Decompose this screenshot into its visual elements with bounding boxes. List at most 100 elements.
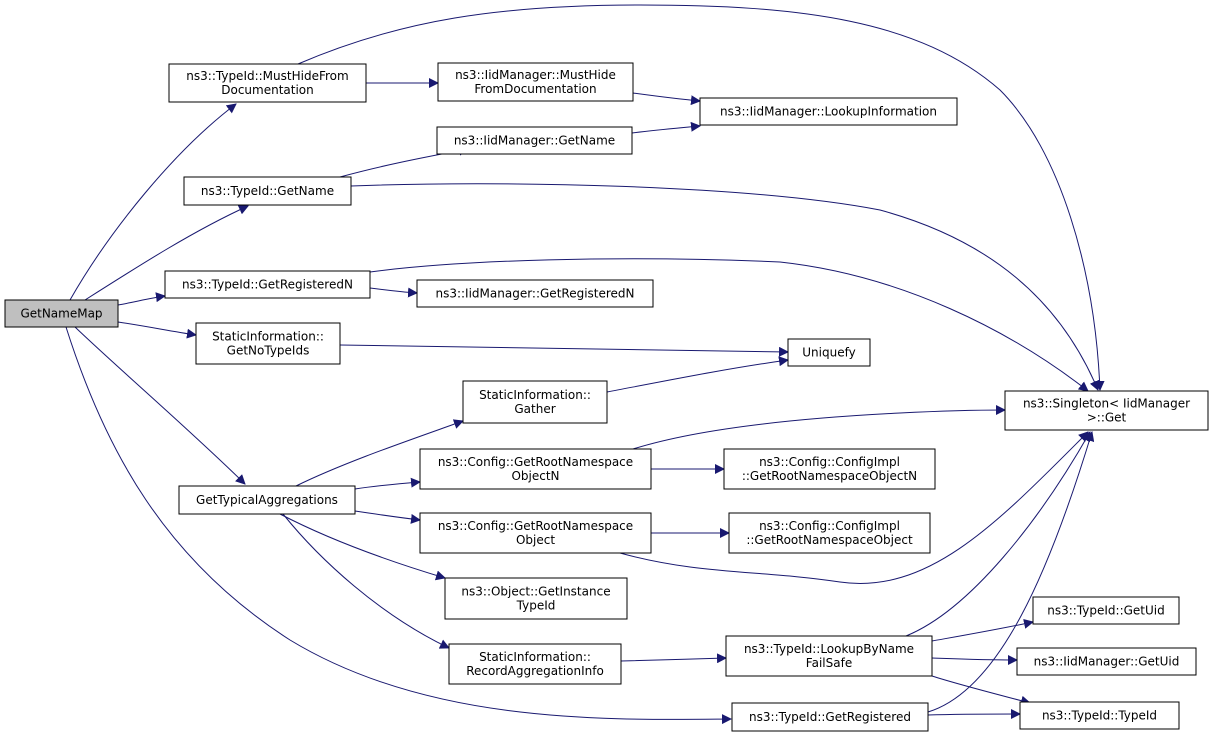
node-getRegistered[interactable]: ns3::TypeId::GetRegistered <box>731 702 929 732</box>
node-label: ns3::Config::ConfigImpl <box>759 519 900 533</box>
node-box <box>437 62 634 102</box>
node-box <box>462 380 608 424</box>
node-implRootNsObjN[interactable]: ns3::Config::ConfigImpl::GetRootNamespac… <box>723 448 936 490</box>
node-label: ::GetRootNamespaceObjectN <box>742 469 917 483</box>
node-label: StaticInformation:: <box>212 330 324 344</box>
edge-rootNsObjN-to-singleton <box>632 405 1006 450</box>
node-getUid[interactable]: ns3::TypeId::GetUid <box>1032 596 1180 625</box>
node-label: ns3::Singleton< IidManager <box>1023 397 1190 411</box>
node-box <box>728 512 931 554</box>
node-box <box>731 702 929 732</box>
edge-getRegN-to-singleton <box>369 258 1089 392</box>
node-label: ns3::TypeId::GetName <box>201 184 334 198</box>
node-typicalAgg[interactable]: GetTypicalAggregations <box>178 485 356 515</box>
node-box <box>787 338 871 367</box>
node-label: GetTypicalAggregations <box>196 493 338 507</box>
edge-gather-to-uniquefy <box>606 356 789 393</box>
edge-lookupByName-to-typeIdCtor <box>931 675 1031 706</box>
node-label: Uniquefy <box>802 346 855 360</box>
node-label: FailSafe <box>806 656 852 670</box>
node-box <box>699 97 958 126</box>
node-box <box>168 63 367 103</box>
node-box <box>1004 390 1209 431</box>
node-iidMustHide[interactable]: ns3::IidManager::MustHideFromDocumentati… <box>437 62 634 102</box>
node-label: Object <box>516 533 555 547</box>
node-label: ns3::Config::GetRootNamespace <box>438 519 633 533</box>
node-getRegN[interactable]: ns3::TypeId::GetRegisteredN <box>164 270 371 299</box>
node-box <box>183 176 352 206</box>
edge-getnamemap-to-typeGetName <box>84 205 249 301</box>
node-implRootNsObj[interactable]: ns3::Config::ConfigImpl::GetRootNamespac… <box>728 512 931 554</box>
node-label: ::GetRootNamespaceObject <box>746 533 913 547</box>
node-box <box>4 299 119 328</box>
node-typeIdCtor[interactable]: ns3::TypeId::TypeId <box>1019 701 1180 730</box>
edge-typicalAgg-to-getInstTypeId <box>279 513 446 581</box>
edge-getnamemap-to-typicalAgg <box>74 326 246 485</box>
node-box <box>436 126 633 155</box>
node-label: ns3::Config::ConfigImpl <box>759 455 900 469</box>
edge-getnamemap-to-getRegistered <box>65 326 732 725</box>
node-label: ns3::IidManager::GetRegisteredN <box>435 287 634 301</box>
node-recordAgg[interactable]: StaticInformation::RecordAggregationInfo <box>448 643 622 685</box>
edge-noTypeIds-to-uniquefy <box>339 344 789 357</box>
node-box <box>448 643 622 685</box>
node-box <box>419 512 652 554</box>
node-label: ns3::Config::GetRootNamespace <box>438 455 633 469</box>
node-label: ns3::IidManager::GetName <box>454 134 615 148</box>
node-rootNsObj[interactable]: ns3::Config::GetRootNamespaceObject <box>419 512 652 554</box>
node-iidGetUid[interactable]: ns3::IidManager::GetUid <box>1016 647 1197 676</box>
node-label: GetNoTypeIds <box>227 344 310 358</box>
node-uniquefy[interactable]: Uniquefy <box>787 338 871 367</box>
edge-typicalAgg-to-recordAgg <box>282 513 450 649</box>
edge-mustHide-to-singleton <box>297 4 1105 391</box>
node-box <box>725 635 933 677</box>
node-box <box>164 270 371 299</box>
node-iidGetName[interactable]: ns3::IidManager::GetName <box>436 126 633 155</box>
node-box <box>1016 647 1197 676</box>
node-label: ns3::TypeId::GetUid <box>1047 604 1165 618</box>
node-lookupInfo[interactable]: ns3::IidManager::LookupInformation <box>699 97 958 126</box>
node-label: ns3::TypeId::TypeId <box>1042 709 1157 723</box>
edge-lookupByName-to-getUid <box>931 618 1034 642</box>
node-iidGetRegN[interactable]: ns3::IidManager::GetRegisteredN <box>416 279 654 308</box>
edge-getRegistered-to-typeIdCtor <box>927 709 1021 720</box>
node-label: ns3::TypeId::LookupByName <box>744 642 914 656</box>
edge-typicalAgg-to-rootNsObj <box>354 510 421 524</box>
edge-iidGetName-to-lookupInfo <box>631 121 701 134</box>
edge-typicalAgg-to-gather <box>295 419 464 487</box>
node-rootNsObjN[interactable]: ns3::Config::GetRootNamespaceObjectN <box>419 448 652 490</box>
edge-lookupByName-to-singleton <box>905 431 1091 637</box>
node-box <box>178 485 356 515</box>
edge-getnamemap-to-mustHide <box>69 103 237 301</box>
node-label: Gather <box>514 402 555 416</box>
nodes: GetNameMap ns3::TypeId::MustHideFromDocum… <box>4 62 1209 732</box>
node-typeGetName[interactable]: ns3::TypeId::GetName <box>183 176 352 206</box>
node-noTypeIds[interactable]: StaticInformation::GetNoTypeIds <box>195 322 341 365</box>
node-getnamemap[interactable]: GetNameMap <box>4 299 119 328</box>
node-box <box>195 322 341 365</box>
edge-recordAgg-to-lookupByName <box>620 653 727 664</box>
edge-typeGetName-to-singleton <box>350 183 1100 391</box>
node-gather[interactable]: StaticInformation::Gather <box>462 380 608 424</box>
edge-typicalAgg-to-rootNsObjN <box>354 477 421 490</box>
edge-lookupByName-to-iidGetUid <box>931 654 1018 665</box>
edge-getnamemap-to-noTypeIds <box>117 321 197 339</box>
node-box <box>723 448 936 490</box>
node-label: StaticInformation:: <box>479 650 591 664</box>
edge-rootNsObj-to-singleton <box>619 431 1089 584</box>
node-label: ns3::IidManager::LookupInformation <box>720 105 937 119</box>
edges <box>65 4 1105 725</box>
node-label: FromDocumentation <box>474 82 596 96</box>
node-label: >::Get <box>1087 411 1127 425</box>
node-singleton[interactable]: ns3::Singleton< IidManager >::Get <box>1004 390 1209 431</box>
node-box <box>444 577 628 620</box>
node-box <box>1019 701 1180 730</box>
edge-iidMustHide-to-lookupInfo <box>632 92 701 106</box>
node-label: ns3::Object::GetInstance <box>461 585 610 599</box>
node-box <box>416 279 654 308</box>
node-label: ns3::TypeId::GetRegisteredN <box>182 278 353 292</box>
